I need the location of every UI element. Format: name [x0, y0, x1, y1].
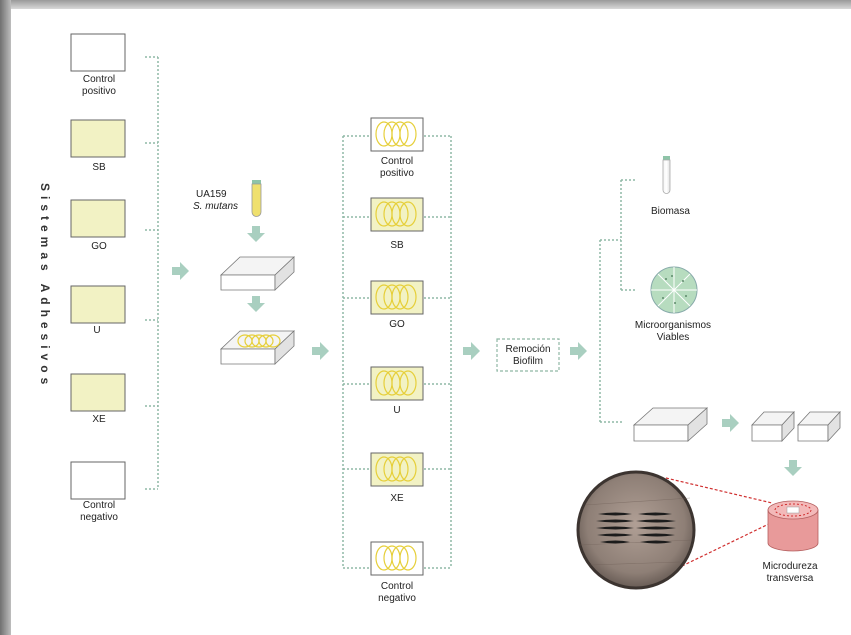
strain-label: UA159 [196, 189, 227, 200]
group-sb: SB [71, 120, 125, 173]
biofilm-control-positive: Control positivo [371, 118, 423, 179]
left-bracket [145, 57, 158, 489]
biofilm-removal-box: Remoción Biofilm [497, 339, 559, 371]
petri-dish-icon [651, 267, 697, 313]
group-u: U [71, 286, 125, 336]
group-label: GO [389, 319, 405, 330]
adhesive-groups: Control positivo SB GO U XE Control [71, 34, 125, 523]
specimen-block [221, 257, 294, 290]
output-bracket [600, 180, 636, 422]
arrow-right-icon [722, 414, 739, 432]
group-box [71, 120, 125, 157]
biofilm-control-negative: Control negativo [371, 542, 423, 604]
microhardness-label-line2: transversa [767, 573, 814, 584]
group-box [71, 286, 125, 323]
biofilm-go: GO [371, 281, 423, 330]
group-label: SB [92, 162, 106, 173]
arrow-down-icon [784, 460, 802, 476]
removal-label-line1: Remoción [505, 344, 550, 355]
arrow-right-icon [312, 342, 329, 360]
group-label-line1: Control [381, 156, 413, 167]
biomass-label: Biomasa [651, 206, 690, 217]
group-go: GO [71, 200, 125, 252]
group-box [71, 200, 125, 237]
group-label: U [393, 405, 400, 416]
removal-label-line2: Biofilm [513, 356, 543, 367]
arrow-right-icon [463, 342, 480, 360]
arrow-right-icon [570, 342, 587, 360]
group-label: U [93, 325, 100, 336]
group-label: GO [91, 241, 107, 252]
group-label: SB [390, 240, 404, 251]
sectioned-block-right [798, 412, 840, 441]
biomass-tube-icon [663, 156, 670, 194]
group-label-line2: negativo [80, 512, 118, 523]
group-label-line2: negativo [378, 593, 416, 604]
biofilm-u: U [371, 367, 423, 416]
microscopy-image [578, 472, 694, 588]
biofilm-xe: XE [371, 453, 423, 504]
group-box [71, 462, 125, 499]
group-label-line1: Control [381, 581, 413, 592]
arrow-down-icon [247, 226, 265, 242]
species-label: S. mutans [193, 201, 238, 212]
group-label: XE [92, 414, 106, 425]
sectioned-block-left [752, 412, 794, 441]
biofilm-groups: Control positivo SB GO [371, 118, 423, 604]
specimen-block-biofilm [221, 331, 294, 364]
group-xe: XE [71, 374, 125, 425]
group-control-negative: Control negativo [71, 462, 125, 523]
group-label-line1: Control [83, 500, 115, 511]
group-label-line1: Control [83, 74, 115, 85]
biofilm-sb: SB [371, 198, 423, 251]
inoculum-tube [252, 180, 261, 217]
group-box [71, 374, 125, 411]
group-label-line2: positivo [380, 168, 414, 179]
viable-label-line2: Viables [657, 332, 690, 343]
viable-label-line1: Microorganismos [635, 320, 711, 331]
group-label: XE [390, 493, 404, 504]
arrow-right-icon [172, 262, 189, 280]
specimen-block [634, 408, 707, 441]
cylinder-specimen-icon [768, 501, 818, 551]
arrow-down-icon [247, 296, 265, 312]
vertical-title: Sistemas Adhesivos [38, 183, 52, 389]
group-label-line2: positivo [82, 86, 116, 97]
group-control-positive: Control positivo [71, 34, 125, 97]
microhardness-label-line1: Microdureza [762, 561, 817, 572]
group-box [71, 34, 125, 71]
